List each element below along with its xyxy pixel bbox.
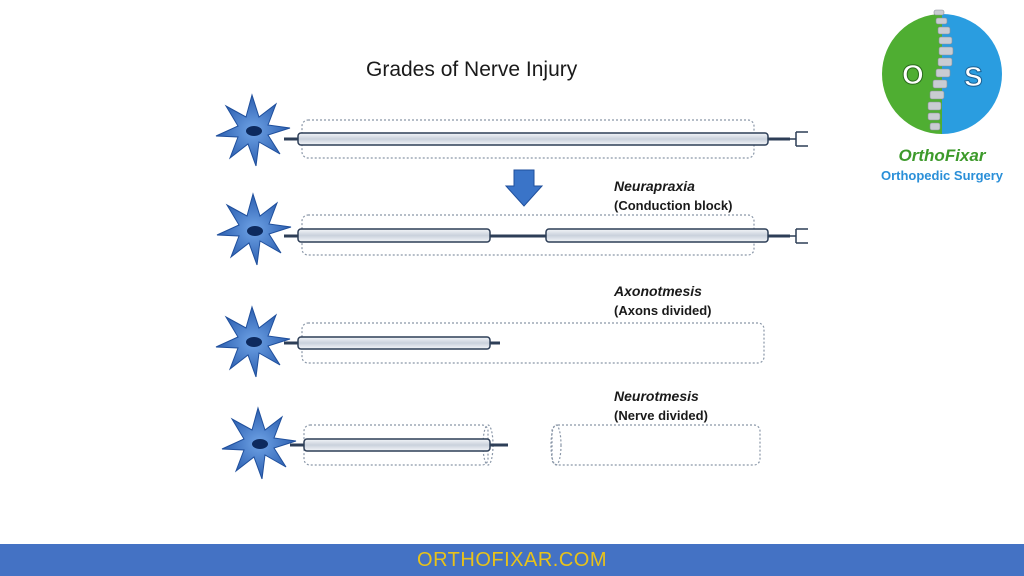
spine-logo-icon: O S bbox=[882, 9, 1002, 134]
neuron-nucleus bbox=[246, 337, 262, 347]
myelin-sheath bbox=[297, 132, 769, 146]
logo-subtitle: Orthopedic Surgery bbox=[880, 168, 1004, 183]
spine-icon bbox=[927, 9, 954, 131]
myelin-sheath-proximal bbox=[297, 228, 491, 243]
down-arrow-icon bbox=[504, 169, 544, 207]
endoneurial-tube-distal bbox=[551, 424, 761, 466]
neuron-nucleus bbox=[247, 226, 263, 236]
endoneurial-tube bbox=[301, 119, 755, 159]
nerve-terminal bbox=[790, 228, 808, 244]
nerve-terminal bbox=[790, 131, 808, 147]
grade-label-axonotmesis: Axonotmesis (Axons divided) bbox=[614, 281, 712, 321]
footer-bar: ORTHOFIXAR.COM bbox=[0, 544, 1024, 576]
grade-name: Neurotmesis bbox=[614, 388, 699, 404]
orthofixar-logo[interactable]: O S OrthoFixar Orthopedic Surgery bbox=[872, 6, 1012, 186]
myelin-sheath bbox=[303, 438, 491, 452]
grade-name: Neurapraxia bbox=[614, 178, 695, 194]
neurotmesis-nerve bbox=[221, 406, 761, 480]
tube-cut-end bbox=[550, 424, 562, 466]
neuron-nucleus bbox=[252, 439, 268, 449]
grade-description: (Nerve divided) bbox=[614, 408, 708, 423]
neurapraxia-nerve bbox=[216, 192, 808, 266]
grade-label-neurotmesis: Neurotmesis (Nerve divided) bbox=[614, 386, 708, 426]
nerve-injury-diagram bbox=[215, 93, 808, 480]
axonotmesis-nerve bbox=[215, 305, 765, 378]
logo-letter-s: S bbox=[964, 61, 983, 92]
grade-description: (Conduction block) bbox=[614, 198, 733, 213]
normal-nerve bbox=[215, 93, 808, 167]
grade-name: Axonotmesis bbox=[614, 283, 702, 299]
neuron-nucleus bbox=[246, 126, 262, 136]
footer-link[interactable]: ORTHOFIXAR.COM bbox=[417, 549, 607, 571]
myelin-sheath-distal bbox=[545, 228, 769, 243]
diagram-title: Grades of Nerve Injury bbox=[366, 58, 578, 81]
myelin-sheath bbox=[297, 336, 491, 350]
logo-brand-name: OrthoFixar bbox=[898, 146, 986, 165]
grade-label-neurapraxia: Neurapraxia (Conduction block) bbox=[614, 176, 732, 216]
logo-letter-o: O bbox=[902, 59, 924, 90]
grade-description: (Axons divided) bbox=[614, 303, 712, 318]
